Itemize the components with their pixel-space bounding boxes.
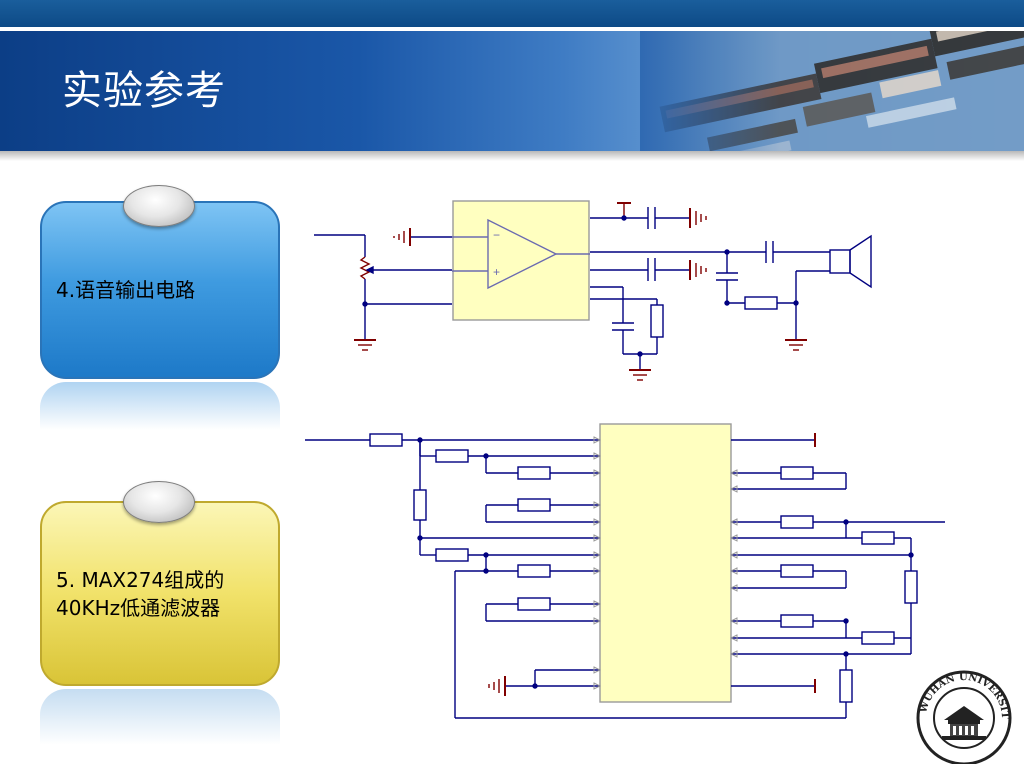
card-lowpass-filter-label: 5. MAX274组成的40KHz低通滤波器 (56, 567, 225, 620)
card-lowpass-filter-reflection (40, 689, 280, 745)
card-voice-output-label: 4.语音输出电路 (56, 278, 196, 302)
top-stripe (0, 0, 1024, 27)
circuit-board-photo (640, 31, 1024, 151)
logo-seal-icon: WUHAN UNIVERSITY (907, 660, 1012, 766)
pin-icon (123, 481, 195, 523)
slide-title: 实验参考 (62, 68, 226, 114)
svg-text:−: − (493, 228, 500, 242)
schematic-max274-filter (305, 423, 945, 719)
card-voice-output-reflection (40, 382, 280, 430)
schematic-voice-output: − + (314, 200, 872, 381)
university-logo: WUHAN UNIVERSITY (907, 660, 1016, 766)
header-shadow (0, 151, 1024, 161)
pin-icon (123, 185, 195, 227)
header-band (0, 31, 1024, 151)
card-lowpass-filter: 5. MAX274组成的40KHz低通滤波器 (40, 501, 280, 686)
svg-text:+: + (493, 265, 500, 279)
